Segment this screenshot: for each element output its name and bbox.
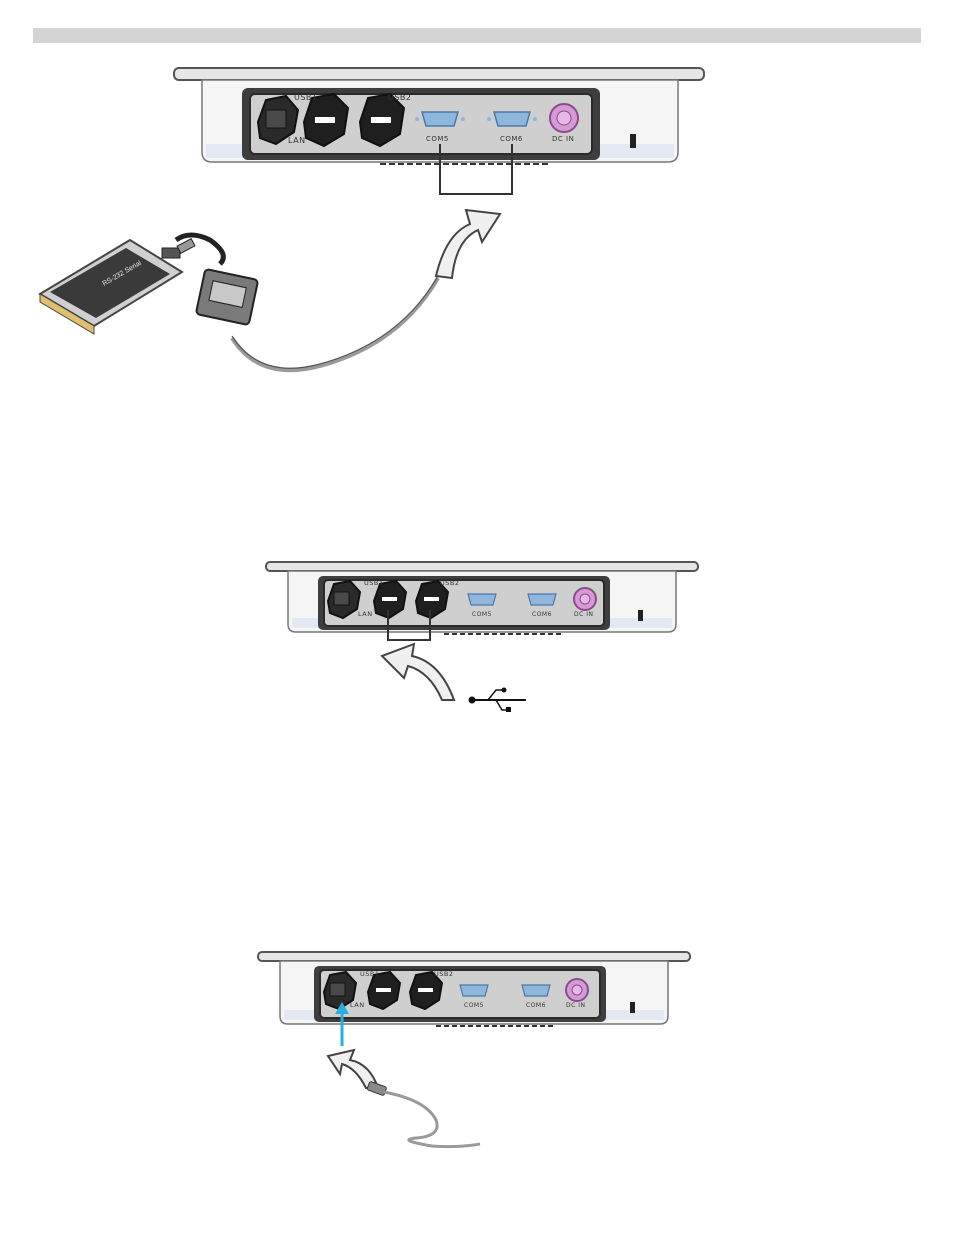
- usb2-label: USB2: [434, 970, 453, 978]
- usb2-label: USB2: [440, 579, 459, 587]
- lan-label: LAN: [288, 136, 306, 145]
- device-top-edge: [266, 562, 698, 571]
- usb2-label: USB2: [388, 93, 412, 102]
- usb1-label: USB1: [364, 579, 383, 587]
- com6-port: [528, 594, 556, 605]
- com6-label: COM6: [500, 135, 523, 143]
- com5-label: COM5: [426, 135, 449, 143]
- com6-label: COM6: [526, 1002, 546, 1009]
- com6-label: COM6: [532, 611, 552, 618]
- lan-port-diagram: USB1 USB2 LAN COM5 COM6 DC IN: [256, 950, 696, 1150]
- dc-in-port: [566, 979, 588, 1001]
- com6-port: [522, 985, 550, 996]
- device-latch: [638, 610, 643, 621]
- com5-label: COM5: [464, 1002, 484, 1009]
- figure-usb-ports: USB1 USB2 LAN COM5 COM6 DC IN: [264, 560, 704, 720]
- serial-cable: [232, 278, 438, 370]
- dc-in-port: [574, 588, 596, 610]
- device-latch: [630, 134, 636, 148]
- header-bar: [33, 28, 921, 43]
- dc-in-label: DC IN: [574, 611, 593, 618]
- curved-arrow-icon: [382, 644, 454, 700]
- usb1-label: USB1: [360, 970, 379, 978]
- figure-com-ports: USB1 USB2 LAN COM5 COM6 DC IN RS-232 Ser: [170, 64, 710, 384]
- usb-ports-diagram: USB1 USB2 LAN COM5 COM6 DC IN: [264, 560, 704, 720]
- com5-port: [468, 594, 496, 605]
- figure-lan-port: USB1 USB2 LAN COM5 COM6 DC IN: [256, 950, 696, 1150]
- com5-port: [460, 985, 488, 996]
- com-ports-diagram: USB1 USB2 LAN COM5 COM6 DC IN RS-232 Ser: [170, 64, 710, 384]
- usb1-label: USB1: [294, 93, 318, 102]
- device-top-edge: [174, 68, 704, 80]
- device-top-edge: [258, 952, 690, 961]
- lan-cable: [367, 1081, 480, 1147]
- dc-in-label: DC IN: [552, 135, 574, 143]
- curved-arrow-icon: [436, 210, 500, 278]
- com5-label: COM5: [472, 611, 492, 618]
- dc-in-port: [550, 104, 578, 132]
- dc-in-label: DC IN: [566, 1002, 585, 1009]
- lan-label: LAN: [358, 610, 373, 618]
- device-latch: [630, 1002, 635, 1013]
- pcmcia-serial-card: RS-232 Serial: [40, 239, 195, 334]
- usb-symbol-icon: [469, 688, 527, 713]
- lan-label: LAN: [350, 1001, 365, 1009]
